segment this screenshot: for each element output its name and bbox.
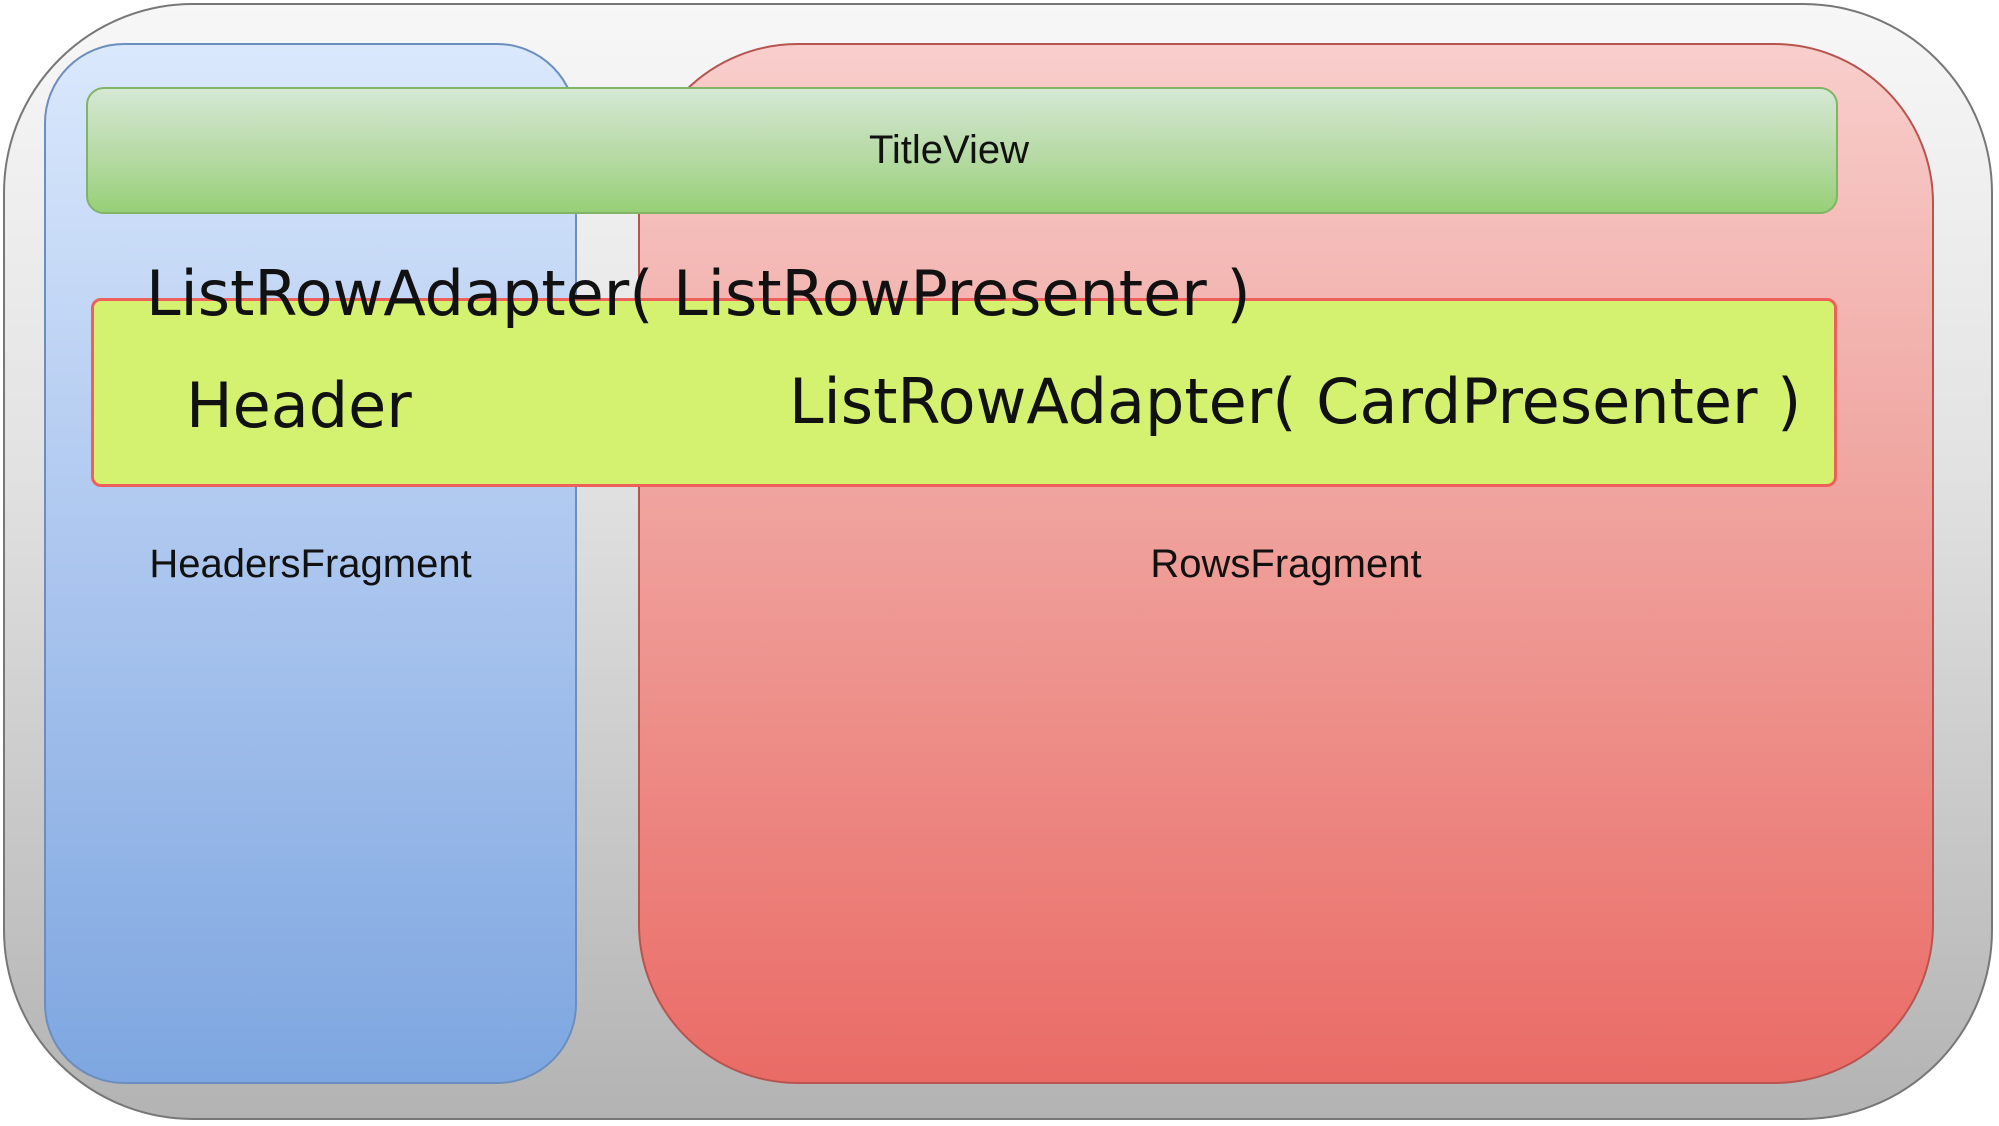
- title-view-box: TitleView: [86, 87, 1838, 214]
- list-row-box: [91, 298, 1837, 487]
- headers-fragment-label: HeadersFragment: [149, 542, 472, 586]
- card-adapter-label: ListRowAdapter( CardPresenter ): [789, 365, 1802, 438]
- rows-fragment-panel: [638, 43, 1934, 1084]
- headers-fragment-panel: [44, 43, 577, 1084]
- title-view-label: TitleView: [868, 128, 1030, 172]
- rows-fragment-label: RowsFragment: [1150, 542, 1422, 586]
- list-row-adapter-label: ListRowAdapter( ListRowPresenter ): [146, 257, 1251, 330]
- row-header-label: Header: [186, 369, 412, 442]
